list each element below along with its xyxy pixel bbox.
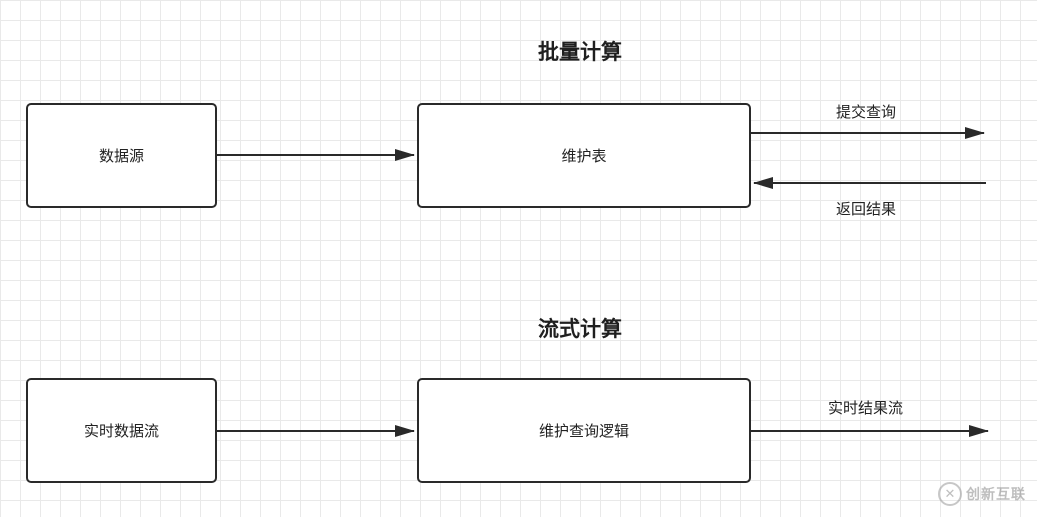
realtime-result-label: 实时结果流 bbox=[828, 399, 904, 417]
submit-query-label: 提交查询 bbox=[836, 103, 897, 121]
stream-logic-label: 维护查询逻辑 bbox=[538, 422, 629, 440]
batch-table-label: 维护表 bbox=[561, 147, 607, 165]
batch-source-label: 数据源 bbox=[98, 147, 144, 165]
batch-title: 批量计算 bbox=[538, 40, 622, 64]
watermark: ✕ 创新互联 bbox=[938, 477, 1034, 511]
stream-logic-node: 维护查询逻辑 bbox=[417, 378, 751, 483]
watermark-text: 创新互联 bbox=[966, 487, 1026, 503]
watermark-logo-icon: ✕ bbox=[938, 482, 962, 506]
stream-source-node: 实时数据流 bbox=[26, 378, 217, 483]
return-result-label: 返回结果 bbox=[836, 200, 897, 218]
stream-source-label: 实时数据流 bbox=[83, 422, 159, 440]
batch-table-node: 维护表 bbox=[417, 103, 751, 208]
batch-source-node: 数据源 bbox=[26, 103, 217, 208]
stream-title: 流式计算 bbox=[538, 317, 622, 341]
